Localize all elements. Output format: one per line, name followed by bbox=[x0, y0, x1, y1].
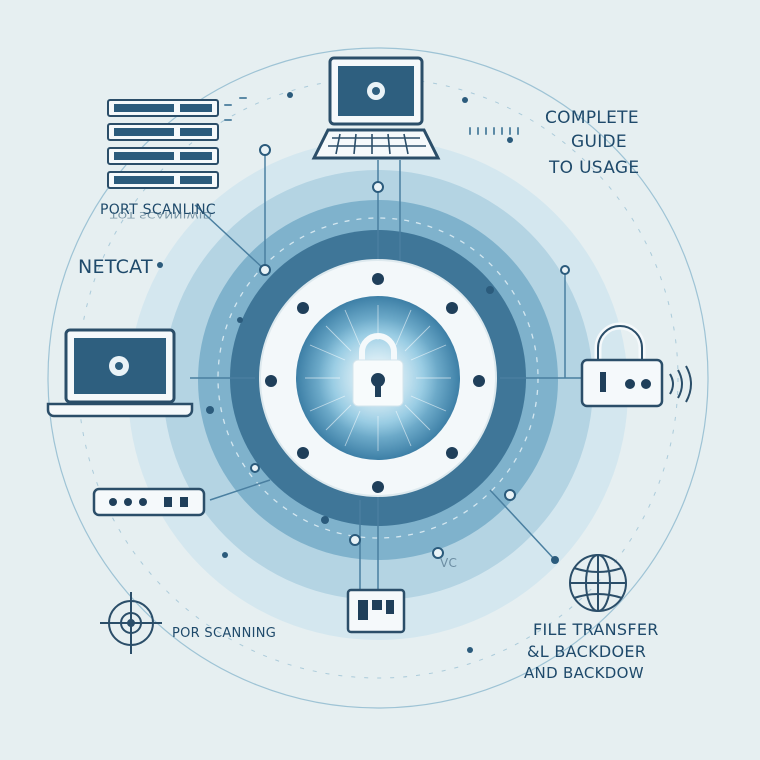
padlock-icon bbox=[352, 333, 404, 407]
network-switch-icon bbox=[92, 487, 206, 517]
globe-icon bbox=[569, 554, 627, 612]
port-scanning-mirror-label: TOT SCANNIWID bbox=[110, 209, 213, 221]
file-transfer-label-3: AND BACKDOW bbox=[524, 664, 644, 682]
title-line-2: GUIDE bbox=[571, 132, 627, 152]
padlock-device-icon bbox=[580, 322, 692, 408]
port-scanning-label: PORT SCANLINC bbox=[100, 202, 216, 218]
netcat-label: NETCAT bbox=[78, 256, 153, 278]
decorative-ticks bbox=[224, 97, 519, 135]
port-block-icon bbox=[346, 588, 406, 634]
laptop-icon bbox=[46, 328, 194, 418]
title-line-1: COMPLETE bbox=[545, 108, 639, 128]
file-transfer-label-1: FILE TRANSFER bbox=[533, 620, 659, 639]
port-scanning-bottom-label: POR SCANNING bbox=[172, 626, 277, 641]
file-transfer-label-2: &L BACKDOER bbox=[527, 642, 647, 661]
hub-dots bbox=[265, 273, 485, 493]
desktop-computer-icon bbox=[311, 56, 441, 160]
vc-label: VC bbox=[440, 556, 458, 570]
ring-outer-thin bbox=[47, 47, 709, 709]
crosshair-icon bbox=[100, 592, 162, 654]
connection-lines bbox=[190, 150, 590, 600]
network-nodes bbox=[77, 92, 570, 653]
ring-outer-thin-2 bbox=[77, 77, 679, 679]
title-line-3: TO USAGE bbox=[549, 158, 640, 178]
server-rack-icon bbox=[107, 99, 219, 189]
